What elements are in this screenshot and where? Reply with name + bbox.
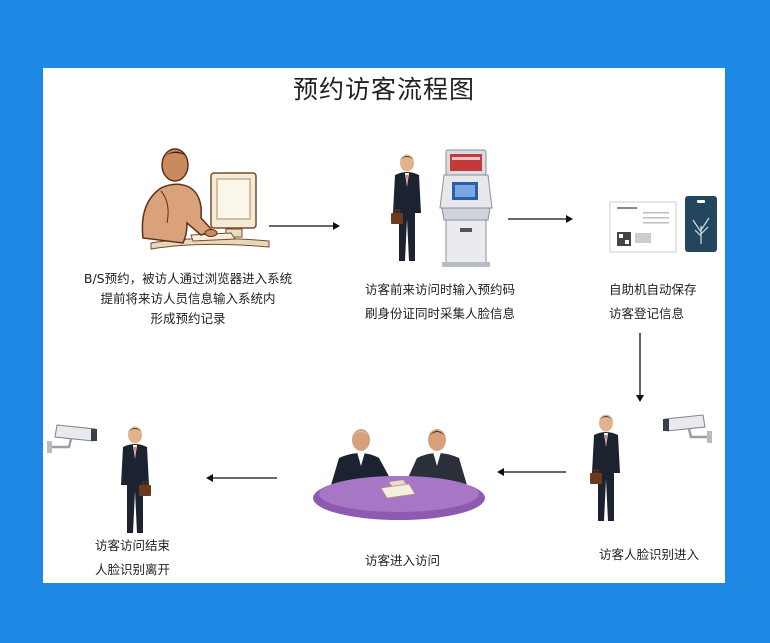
arrow-icon: [496, 466, 566, 478]
step-save-text: 自助机自动保存 访客登记信息: [609, 282, 697, 321]
kiosk-icon: [438, 148, 498, 268]
step-leave-text: 访客访问结束 人脸识别离开: [95, 538, 171, 577]
step-visit-text: 访客进入访问: [365, 553, 441, 568]
arrow-icon: [634, 333, 646, 403]
arrow-icon: [205, 472, 277, 484]
arrow-icon: [508, 213, 574, 225]
step-reservation-text: B/S预约，被访人通过浏览器进入系统 提前将来访人员信息输入系统内 形成预约记录: [83, 271, 293, 326]
step-enter-text: 访客人脸识别进入: [599, 547, 700, 562]
arrow-icon: [269, 220, 341, 232]
meeting-table-icon: [311, 418, 486, 528]
visitor-card-icon: [609, 196, 719, 256]
visitor-person-icon: [117, 425, 153, 537]
cctv-camera-icon: [663, 413, 715, 445]
visitor-person-icon: [389, 153, 425, 265]
step-kiosk-text: 访客前来访问时输入预约码 刷身份证同时采集人脸信息: [365, 282, 516, 321]
cctv-camera-icon: [45, 423, 97, 455]
diagram-panel: 预约访客流程图: [43, 68, 725, 583]
visitor-person-icon: [588, 413, 624, 525]
diagram-title: 预约访客流程图: [292, 75, 475, 104]
office-worker-icon: [131, 143, 271, 258]
